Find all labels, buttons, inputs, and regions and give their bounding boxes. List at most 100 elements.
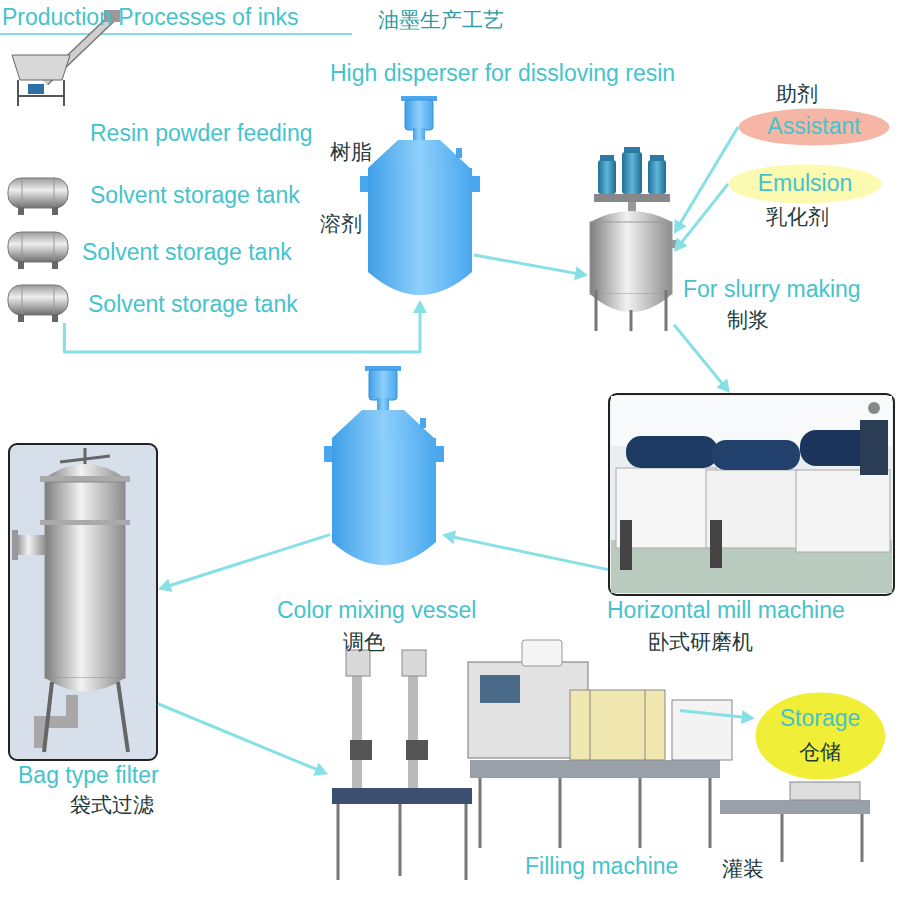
filling-machine-drawing-part [559,778,562,848]
node-text: 制浆 [727,307,769,332]
flow-arrow [158,704,328,776]
bag-filter-photo-part [60,456,110,462]
solvent-tank-node: Solvent storage tank [5,283,71,323]
node-text: 助剂 [776,81,818,106]
disperser-drawing [360,96,480,295]
flow-arrow [674,325,730,393]
arrow-head [674,237,688,252]
bag-filter-photo-part [9,444,157,760]
mill-photo-part [868,402,880,414]
node-text: 卧式研磨机 [648,629,753,654]
bag-filter-photo-part [45,678,125,692]
bag-filter-photo-part [45,482,125,678]
solvent-tank-node: Solvent storage tank [5,230,71,272]
node-text: 灌装 [722,856,764,881]
bag-filter-photo-part [40,520,130,525]
filling-machine-drawing-part [470,760,720,778]
node-text: Bag type filter [18,762,159,790]
filling-machine-drawing-part [352,662,362,788]
mill-photo-part [860,420,888,475]
mill-photo-part [796,470,890,552]
flow-arrow [674,184,728,252]
slurry-vessel-node: For slurry making制浆 [588,150,674,332]
node-text: 乳化剂 [766,204,829,229]
node-text: Horizontal mill machine [607,597,845,625]
mill-node: Horizontal mill machine卧式研磨机 [608,393,895,596]
node-text: For slurry making [683,276,861,304]
slurry-vessel-drawing-part [590,222,672,294]
filling-machine-drawing-part [480,675,520,703]
arrow-line [158,704,318,770]
bag-filter-photo-part [44,682,52,752]
mill-photo-part [710,520,722,568]
slurry-vessel-drawing-part [630,310,633,331]
filling-machine-drawing-part [709,778,712,848]
filling-machine-drawing-part [522,640,562,666]
node-text: 仓储 [799,739,841,764]
title-underline [0,33,352,35]
bag-filter-photo-part [12,530,18,560]
bag-filter-node: Bag type filter袋式过滤 [8,443,158,761]
assistant-ellipse: 助剂Assistant [738,108,890,146]
screw-feeder-part [28,84,44,94]
solvent-tank-drawing [8,178,68,215]
label-text: 树脂 [330,139,372,164]
emulsion-ellipse: Emulsion乳化剂 [728,164,882,204]
slurry-vessel-drawing [590,147,678,331]
node-text: Resin powder feeding [90,120,312,148]
filling-machine-drawing-part [465,804,468,880]
node-text: Storage [780,705,861,733]
slurry-vessel-drawing-part [594,194,670,202]
bag-filter-photo [9,444,157,760]
flow-arrow [674,127,738,234]
filling-machine-drawing-part [479,778,482,848]
ellipse-fill [739,109,890,146]
node-text: 袋式过滤 [70,792,154,817]
node-text: Solvent storage tank [82,239,292,267]
mill-photo [609,394,894,595]
filling-machine-drawing-part [337,804,340,880]
arrow-line [453,537,608,570]
arrow-head [741,710,755,724]
arrow-head [674,219,687,234]
storage-ellipse: Storage 仓储 [755,692,886,780]
arrow-head [574,266,588,280]
filling-machine-drawing-part [570,690,665,760]
solvent-tank-node: Solvent storage tank [5,178,71,218]
screw-feeder-part [18,95,64,97]
filling-machine-drawing-part [590,690,591,760]
node-text: Assistant [767,113,860,141]
mill-photo-part [620,520,632,570]
ellipse-fill [755,693,885,780]
node-text: High disperser for dissloving resin [330,60,675,88]
screw-feeder-part [63,80,65,106]
node-text: Color mixing vessel [277,597,476,625]
flow-arrow [442,530,608,569]
mixing-vessel-node: Color mixing vessel调色 [330,365,442,577]
flow-arrow [158,535,330,592]
filling-machine-drawing-part [332,788,472,804]
node-text: Emulsion [758,170,853,198]
bag-filter-photo-part [40,476,130,482]
filling-machine-drawing-part [861,814,864,862]
arrow-line [474,255,577,274]
node-text: 调色 [343,629,385,654]
arrow-head [158,579,173,592]
bag-filter-photo-part [14,535,46,555]
slurry-vessel-drawing-part [648,160,666,194]
filling-machine-drawing-part [672,700,732,760]
arrow-line [64,311,420,352]
slurry-vessel-drawing-part [595,290,598,331]
filling-machine-drawing-part [639,778,642,848]
slurry-vessel-drawing-part [628,202,636,212]
slurry-vessel-drawing-part [600,155,614,161]
filling-machine-drawing-part [408,662,418,788]
flow-arrow [474,255,588,280]
slurry-vessel-drawing-part [598,160,616,194]
title-text: Production Processes of inks [2,4,299,32]
flow-arrow [680,710,755,724]
node-text: Solvent storage tank [88,291,298,319]
bag-filter-photo-part [45,464,125,478]
mixing-vessel-drawing [324,366,444,565]
